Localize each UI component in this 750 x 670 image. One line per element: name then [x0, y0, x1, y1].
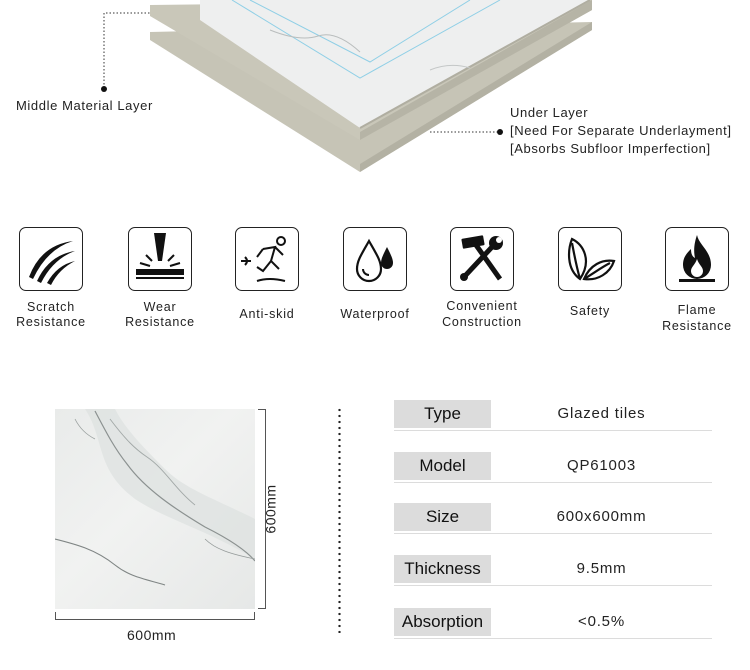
spec-row-thickness: Thickness 9.5mm: [394, 555, 712, 586]
spec-row-type: Type Glazed tiles: [394, 400, 712, 431]
height-dimension-tick: [258, 409, 266, 410]
construction-tools-icon: [450, 227, 514, 291]
under-layer-note-1: [Need For Separate Underlayment]: [510, 123, 732, 138]
under-layer-label: Under Layer: [510, 105, 589, 120]
layer-diagram: [101, 0, 592, 172]
feature-label-line2: Construction: [442, 314, 522, 329]
feature-label-line1: Anti-skid: [239, 307, 295, 321]
anti-skid-icon: [235, 227, 299, 291]
scratch-resistance-icon: [19, 227, 83, 291]
feature-label-line1: Scratch: [27, 300, 75, 314]
spec-key: Absorption: [394, 608, 491, 636]
spec-row-size: Size 600x600mm: [394, 503, 712, 534]
height-dimension-line: [265, 409, 266, 609]
spec-row-model: Model QP61003: [394, 452, 712, 483]
top-surface-layer: [200, 0, 590, 128]
feature-label-line2: Resistance: [125, 314, 195, 329]
tile-width-label: 600mm: [127, 627, 177, 643]
feature-label-line1: Safety: [569, 304, 611, 318]
feature-label-line1: Flame: [677, 303, 717, 317]
flame-icon: [665, 227, 729, 291]
feature-anti-skid: Anti-skid: [213, 227, 321, 322]
spec-row-absorption: Absorption <0.5%: [394, 608, 712, 639]
spec-key: Size: [394, 503, 491, 531]
width-dimension-tick: [254, 612, 255, 620]
feature-safety: Safety: [536, 227, 644, 319]
height-dimension-tick: [258, 608, 266, 609]
under-layer-note-2: [Absorbs Subfloor Imperfection]: [510, 141, 711, 156]
spec-key: Model: [394, 452, 491, 480]
feature-label-line2: Resistance: [662, 318, 732, 333]
spec-value: 9.5mm: [576, 560, 627, 577]
wear-resistance-icon: [128, 227, 192, 291]
tile-sample-image: [55, 409, 255, 609]
feature-label-line1: Wear: [143, 300, 177, 314]
tile-height-label: 600mm: [262, 484, 279, 534]
safety-leaf-icon: [558, 227, 622, 291]
spec-key: Type: [394, 400, 491, 428]
feature-flame-resistance: Flame Resistance: [643, 227, 750, 333]
feature-label-line1: Convenient: [446, 299, 518, 313]
dotted-divider: [338, 407, 341, 633]
feature-wear-resistance: Wear Resistance: [106, 227, 214, 329]
middle-layer-label: Middle Material Layer: [16, 98, 153, 113]
spec-value: QP61003: [567, 457, 636, 474]
waterproof-icon: [343, 227, 407, 291]
feature-label-line2: Resistance: [16, 314, 86, 329]
spec-value: Glazed tiles: [557, 405, 646, 422]
feature-convenient-construction: Convenient Construction: [428, 227, 536, 329]
spec-key: Thickness: [394, 555, 491, 583]
width-dimension-tick: [55, 612, 56, 620]
width-dimension-line: [55, 619, 255, 620]
feature-scratch-resistance: Scratch Resistance: [0, 227, 105, 329]
feature-label-line1: Waterproof: [340, 307, 410, 321]
spec-value: 600x600mm: [556, 508, 647, 525]
feature-waterproof: Waterproof: [321, 227, 429, 322]
spec-value: <0.5%: [578, 613, 625, 630]
